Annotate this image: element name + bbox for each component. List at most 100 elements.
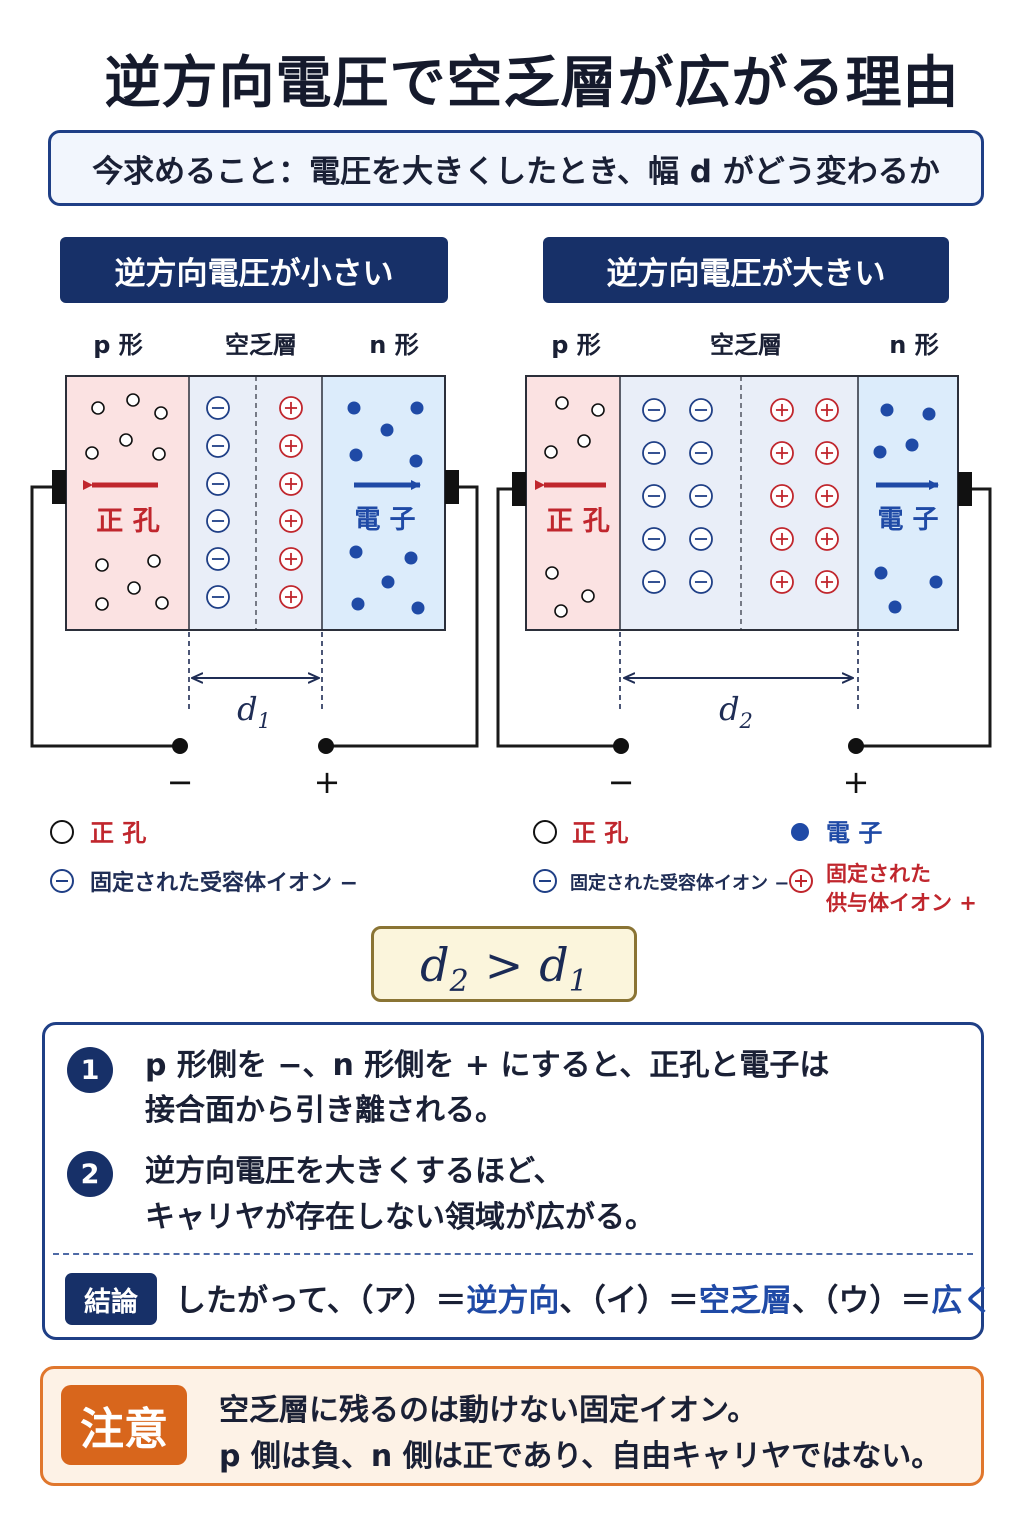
- left-wire-minus: [30, 485, 180, 748]
- legend-electron-icon: [791, 823, 809, 841]
- conclusion-badge: 結論: [65, 1273, 157, 1325]
- left-donor-ions: [279, 396, 303, 609]
- point-2-badge: 2: [67, 1151, 113, 1197]
- acceptor-ion: [642, 570, 666, 594]
- legend-donor-text-2: 供与体イオン +: [825, 891, 977, 915]
- acceptor-ion: [689, 441, 713, 465]
- right-label-p: p 形: [551, 331, 601, 359]
- acceptor-ion: [689, 398, 713, 422]
- electron-dot: [873, 445, 887, 459]
- legend-hole-icon-right: [533, 820, 557, 844]
- left-panel: p 形 空乏層 n 形 正 孔 電 子 − + d1: [30, 331, 479, 801]
- point-1-line-2: 接合面から引き離される。: [145, 1093, 505, 1128]
- electron-dot: [929, 575, 943, 589]
- electron-dot: [404, 551, 418, 565]
- left-label-p: p 形: [93, 331, 143, 359]
- left-wire-plus: [326, 485, 479, 748]
- left-minus-sign: −: [167, 763, 194, 801]
- electron-dot: [380, 423, 394, 437]
- left-acceptor-ions: [206, 396, 230, 609]
- junction-diagram: p 形 空乏層 n 形 正 孔 電 子 − + d1 p 形 空乏層: [30, 331, 992, 915]
- legend-acceptor-icon-right: [533, 869, 557, 893]
- left-electrode-n: [445, 470, 459, 504]
- right-terminal-minus: [613, 738, 629, 754]
- hole-dot: [152, 447, 166, 461]
- acceptor-ion: [689, 527, 713, 551]
- right-electrons: [873, 403, 943, 614]
- legend-electron-text: 電 子: [826, 819, 882, 847]
- left-label-depletion: 空乏層: [225, 331, 297, 359]
- right-n-region: [858, 376, 958, 630]
- explanation-box: 1 p 形側を −、n 形側を + にすると、正孔と電子は 接合面から引き離され…: [42, 1022, 993, 1340]
- left-electron-label: 電 子: [354, 505, 415, 535]
- electron-dot: [347, 401, 361, 415]
- legend-acceptor-text-right: 固定された受容体イオン −: [570, 872, 789, 894]
- right-electrode-n: [958, 472, 972, 506]
- electron-dot: [409, 454, 423, 468]
- right-p-region: [526, 376, 620, 630]
- donor-ion: [815, 441, 839, 465]
- left-p-region: [66, 376, 189, 630]
- electron-dot: [349, 448, 363, 462]
- electron-dot: [874, 566, 888, 580]
- donor-ion: [770, 527, 794, 551]
- right-electrode-p: [512, 472, 526, 506]
- note-line-2: p 側は負、n 側は正であり、自由キャリヤではない。: [219, 1439, 942, 1474]
- left-label-n: n 形: [369, 331, 418, 359]
- hole-dot: [95, 597, 109, 611]
- hole-dot: [91, 401, 105, 415]
- donor-ion: [770, 570, 794, 594]
- hole-dot: [555, 396, 569, 410]
- legend-hole-text-right: 正 孔: [572, 819, 628, 847]
- donor-ion: [815, 484, 839, 508]
- right-width-label: d2: [719, 690, 753, 733]
- donor-ion: [279, 547, 303, 571]
- acceptor-ion: [206, 472, 230, 496]
- left-holes: [85, 393, 169, 611]
- electron-dot: [411, 601, 425, 615]
- electron-dot: [922, 407, 936, 421]
- page-title: 逆方向電圧で空乏層が広がる理由: [104, 51, 960, 116]
- left-panel-banner: 逆方向電圧が小さい: [60, 237, 448, 303]
- donor-ion: [279, 434, 303, 458]
- acceptor-ion: [206, 434, 230, 458]
- right-acceptor-ions: [642, 398, 713, 594]
- hole-dot: [127, 581, 141, 595]
- right-electron-label: 電 子: [877, 505, 938, 535]
- point-1-badge: 1: [67, 1047, 113, 1093]
- donor-ion: [279, 472, 303, 496]
- acceptor-ion: [642, 527, 666, 551]
- electron-dot: [905, 438, 919, 452]
- legend-acceptor-icon: [50, 869, 74, 893]
- note-line-1: 空乏層に残るのは動けない固定イオン。: [219, 1393, 758, 1428]
- inequality-box: d2>d1: [371, 926, 637, 1002]
- electron-dot: [888, 600, 902, 614]
- point-2-line-1: 逆方向電圧を大きくするほど、: [145, 1154, 564, 1189]
- hole-dot: [591, 403, 605, 417]
- legend-hole-icon: [50, 820, 74, 844]
- right-donor-ions: [770, 398, 839, 594]
- answer-a: 逆方向: [466, 1283, 560, 1319]
- right-hole-label: 正 孔: [546, 506, 609, 537]
- right-plus-sign: +: [843, 763, 870, 801]
- hole-dot: [577, 434, 591, 448]
- legend-donor-text-1: 固定された: [826, 862, 931, 886]
- point-1-line-1: p 形側を −、n 形側を + にすると、正孔と電子は: [145, 1048, 830, 1083]
- left-terminal-minus: [172, 738, 188, 754]
- note-box: 注意 空乏層に残るのは動けない固定イオン。 p 側は負、n 側は正であり、自由キ…: [40, 1366, 984, 1486]
- answer-i: 空乏層: [698, 1283, 792, 1319]
- donor-ion: [770, 398, 794, 422]
- right-terminal-plus: [848, 738, 864, 754]
- legend-hole-text: 正 孔: [90, 819, 146, 847]
- acceptor-ion: [206, 509, 230, 533]
- hole-dot: [544, 445, 558, 459]
- donor-ion: [279, 396, 303, 420]
- electron-dot: [410, 401, 424, 415]
- right-panel-banner: 逆方向電圧が大きい: [543, 237, 949, 303]
- legend: 正 孔 固定された受容体イオン − 正 孔 固定された受容体イオン − 電 子 …: [50, 819, 977, 915]
- legend-acceptor-text: 固定された受容体イオン −: [90, 870, 358, 896]
- hole-dot: [147, 554, 161, 568]
- electron-dot: [880, 403, 894, 417]
- legend-donor-icon: [789, 869, 813, 893]
- goal-box: 今求めること：電圧を大きくしたとき、幅 d がどう変わるか: [48, 130, 984, 206]
